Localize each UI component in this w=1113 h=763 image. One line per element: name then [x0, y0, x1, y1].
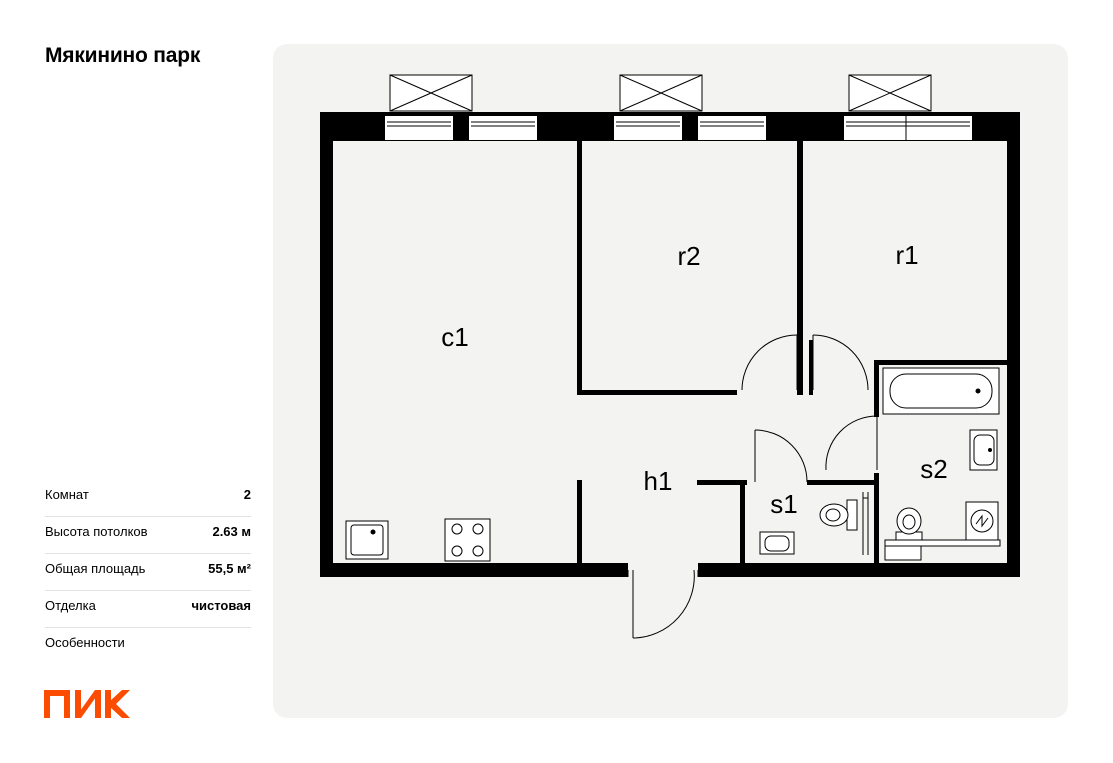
spec-ceiling-height-label: Высота потолков: [45, 524, 148, 539]
spec-finishing-value: чистовая: [191, 598, 251, 613]
pik-logo-mark: [44, 690, 130, 718]
wc-wall-detail: [862, 492, 869, 555]
spec-finishing: Отделка чистовая: [45, 591, 251, 628]
room-label-h1: h1: [644, 466, 673, 496]
interior-walls: [577, 141, 1007, 563]
room-label-s1: s1: [770, 489, 797, 519]
room-label-r2: r2: [677, 241, 700, 271]
spec-ceiling-height: Высота потолков 2.63 м: [45, 517, 251, 554]
outer-walls: [320, 112, 1020, 577]
spec-features: Особенности: [45, 628, 251, 664]
windows: [385, 116, 972, 140]
room-label-s2: s2: [920, 454, 947, 484]
spec-finishing-label: Отделка: [45, 598, 96, 613]
bathtub-icon: [882, 367, 1000, 415]
room-label-c1: c1: [441, 322, 468, 352]
spec-total-area-value: 55,5 м²: [208, 561, 251, 576]
bathroom-sink-icon: [969, 429, 998, 471]
toilet-icon: [895, 507, 923, 543]
spec-total-area: Общая площадь 55,5 м²: [45, 554, 251, 591]
kitchen-stove-icon: [444, 518, 491, 562]
spec-features-label: Особенности: [45, 635, 125, 650]
air-conditioner-units: [389, 74, 932, 112]
spec-ceiling-height-value: 2.63 м: [212, 524, 251, 539]
pik-logo: [44, 690, 130, 725]
kitchen-sink-icon: [345, 520, 389, 560]
room-label-r1: r1: [895, 240, 918, 270]
project-title: Мякинино парк: [45, 44, 201, 67]
wc-toilet-icon: [819, 499, 858, 531]
bathroom-counter: [884, 539, 1001, 561]
floor-plan: c1 r2 r1 h1 s1 s2: [320, 74, 1020, 639]
apartment-specs: Комнат 2 Высота потолков 2.63 м Общая пл…: [45, 480, 251, 664]
spec-rooms: Комнат 2: [45, 480, 251, 517]
doors: [627, 334, 878, 639]
floor-plan-panel: c1 r2 r1 h1 s1 s2: [273, 44, 1068, 718]
spec-total-area-label: Общая площадь: [45, 561, 146, 576]
wc-sink-icon: [759, 531, 795, 555]
washing-machine-icon: [965, 501, 999, 541]
spec-rooms-value: 2: [243, 487, 251, 502]
spec-rooms-label: Комнат: [45, 487, 89, 502]
